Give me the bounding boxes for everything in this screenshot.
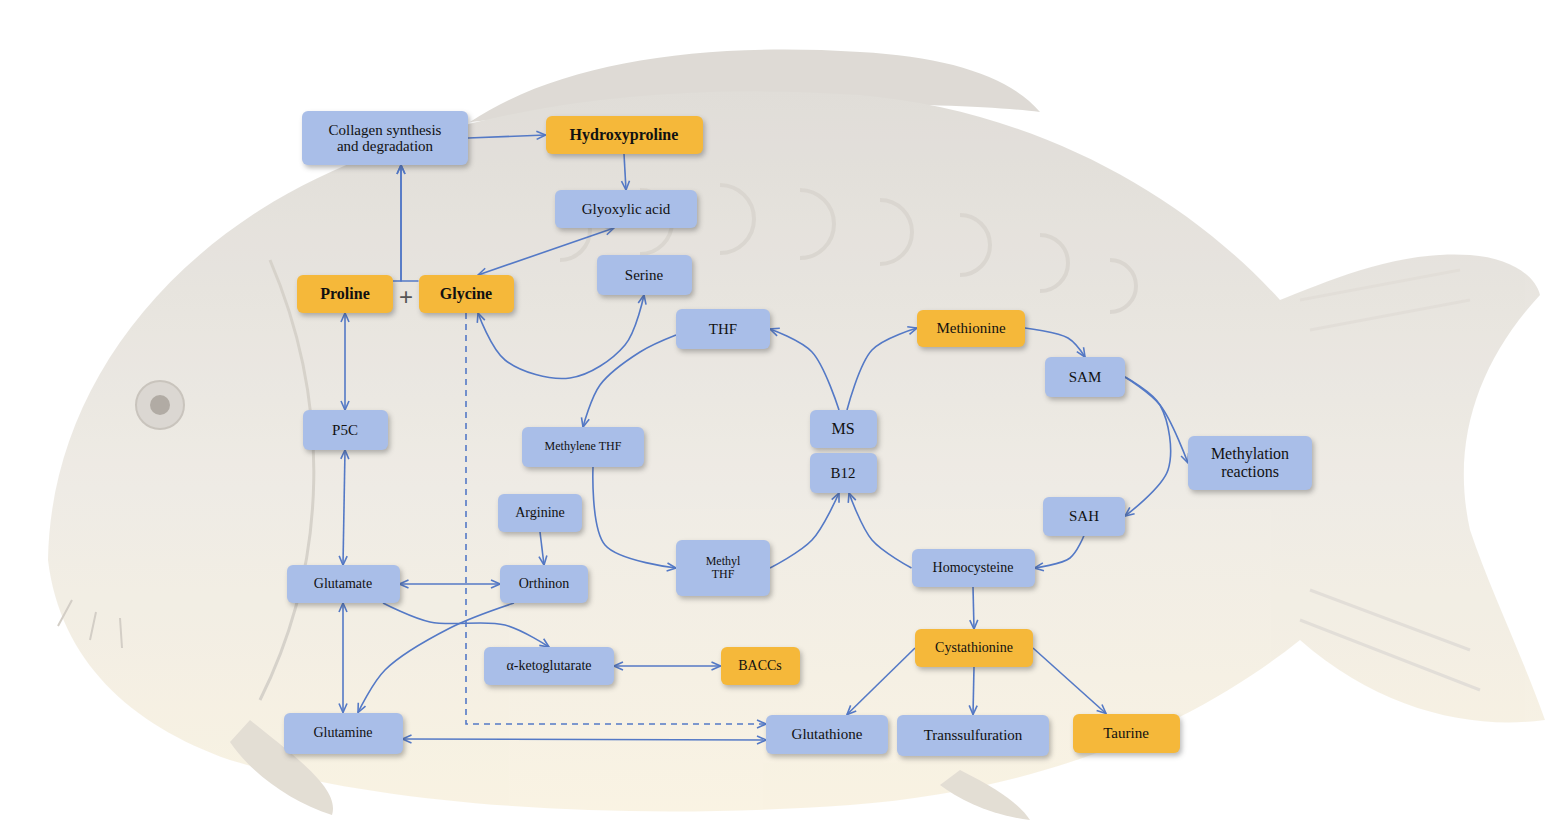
key-metabolite-box: BACCs — [721, 647, 800, 685]
node-text: Methylation reactions — [1200, 445, 1300, 480]
metabolite-box: B12 — [810, 453, 877, 493]
pathway-arrow — [540, 532, 544, 565]
node-text: Arginine — [515, 505, 565, 520]
node-text: B12 — [830, 465, 855, 482]
pathway-arrow — [344, 313, 346, 410]
node-text: Hydroxyproline — [570, 126, 679, 144]
node-text: Methylene THF — [545, 440, 622, 453]
pathway-arrow — [973, 587, 974, 629]
pathway-arrow — [849, 493, 912, 568]
pathway-arrow — [383, 603, 549, 647]
node-text: Glycine — [440, 285, 492, 303]
metabolite-box: Methylene THF — [522, 427, 644, 467]
metabolite-box: Homocysteine — [912, 549, 1035, 587]
node-text: SAH — [1069, 508, 1099, 525]
metabolite-box: Glutamine — [284, 713, 403, 754]
carp-barbels — [58, 600, 122, 648]
node-text: Glutamate — [314, 576, 372, 591]
metabolite-box: Collagen synthesis and degradation — [302, 111, 468, 165]
carp-gill — [260, 260, 314, 700]
carp-figure — [48, 50, 1545, 820]
pathway-arrow — [1035, 536, 1085, 569]
pathway-arrow — [393, 165, 401, 281]
key-metabolite-box: Proline — [297, 275, 393, 313]
pathway-arrow — [343, 450, 345, 565]
node-text: Methyl THF — [698, 555, 748, 581]
node-text: Taurine — [1103, 725, 1149, 742]
pathway-arrow — [1125, 377, 1171, 516]
node-text: Serine — [625, 267, 663, 284]
pathway-arrow — [468, 135, 546, 138]
pathway-arrow — [614, 665, 721, 667]
pathway-arrow — [342, 603, 344, 713]
node-text: SAM — [1069, 369, 1102, 386]
node-text: MS — [831, 420, 854, 438]
key-metabolite-box: Cystathionine — [915, 629, 1033, 667]
metabolite-box: Methylation reactions — [1188, 436, 1312, 490]
key-metabolite-box: Taurine — [1073, 714, 1180, 753]
node-text: THF — [709, 321, 737, 338]
carp-scales — [560, 185, 1136, 312]
pathway-arrow — [403, 739, 767, 740]
metabolite-box: SAM — [1045, 357, 1125, 397]
pathway-arrow — [1025, 328, 1085, 357]
carp-pupil — [150, 395, 170, 415]
node-text: Proline — [320, 285, 369, 303]
key-metabolite-box: Methionine — [917, 310, 1025, 347]
node-text: Collagen synthesis and degradation — [320, 122, 450, 155]
pathway-arrow — [847, 648, 915, 715]
metabolite-box: α-ketoglutarate — [484, 647, 614, 685]
metabolite-box: Glutathione — [766, 715, 888, 754]
metabolite-box: Methyl THF — [676, 540, 770, 596]
pathway-arrow — [770, 493, 839, 568]
metabolite-box: SAH — [1043, 497, 1125, 536]
pathway-arrow — [770, 329, 839, 410]
carp-tail-rays — [1300, 270, 1480, 690]
metabolite-box: MS — [810, 410, 877, 448]
node-text: Homocysteine — [933, 560, 1014, 575]
connector-group — [343, 135, 1188, 740]
pathway-arrow — [847, 328, 917, 410]
node-text: Cystathionine — [935, 640, 1013, 655]
metabolite-box: Transsulfuration — [897, 715, 1049, 756]
node-text: Transsulfuration — [924, 727, 1023, 744]
node-text: BACCs — [738, 658, 782, 673]
pathway-arrow — [1125, 377, 1188, 463]
pathway-arrow — [583, 335, 676, 427]
node-text: Glutathione — [792, 726, 863, 743]
metabolite-box: Glyoxylic acid — [555, 190, 697, 228]
metabolite-box: Orthinon — [500, 565, 588, 603]
pathway-arrow — [1033, 648, 1106, 714]
node-text: Orthinon — [519, 576, 570, 591]
metabolite-box: THF — [676, 309, 770, 349]
pathway-arrow — [973, 667, 974, 715]
key-metabolite-box: Hydroxyproline — [546, 116, 703, 154]
key-metabolite-box: Glycine — [419, 275, 514, 313]
pathway-arrow — [624, 154, 626, 190]
metabolite-box: P5C — [303, 410, 388, 450]
metabolite-box: Serine — [597, 255, 692, 295]
plus-sign: + — [399, 285, 413, 309]
pathway-arrow — [401, 165, 419, 281]
node-text: P5C — [332, 422, 358, 439]
carp-eye — [136, 381, 184, 429]
metabolite-box: Arginine — [498, 494, 582, 532]
node-text: α-ketoglutarate — [506, 658, 591, 673]
pathway-arrow — [400, 583, 501, 585]
carp-body — [48, 91, 1545, 811]
pathway-arrow — [593, 467, 676, 568]
node-text: Glutamine — [313, 725, 372, 740]
node-text: Methionine — [936, 320, 1005, 337]
node-text: Glyoxylic acid — [582, 201, 671, 218]
carp-anal-fin — [940, 770, 1030, 820]
pathway-arrow — [478, 228, 614, 275]
metabolite-box: Glutamate — [287, 565, 400, 603]
